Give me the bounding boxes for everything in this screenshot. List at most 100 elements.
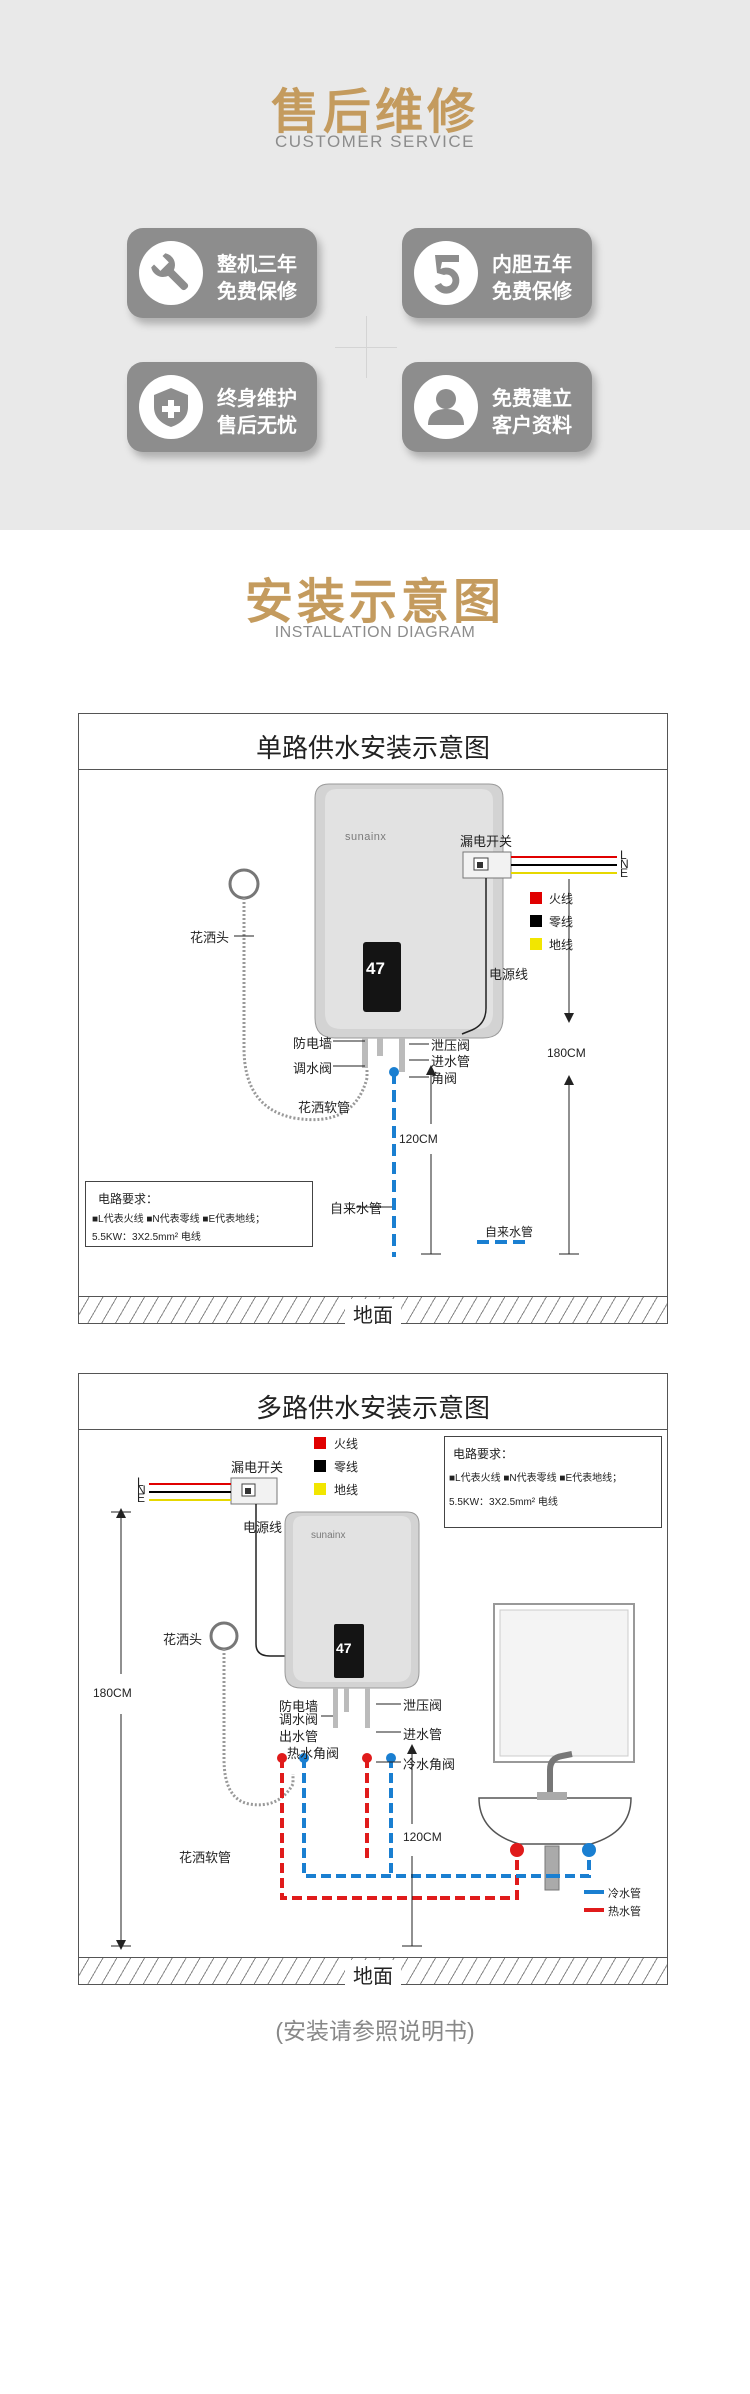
- wire-N: N: [620, 857, 629, 871]
- legend-neutral-label: 零线: [549, 915, 574, 929]
- label-inlet-pipe: 进水管: [431, 1054, 471, 1069]
- heater-display-value: 47: [336, 1640, 352, 1656]
- diagram2-drawing: [111, 1477, 635, 1950]
- label-angle-valve: 角阀: [431, 1071, 458, 1086]
- wire-L: L: [137, 1475, 144, 1489]
- user-icon: [414, 375, 478, 439]
- service-subtitle: CUSTOMER SERVICE: [274, 132, 476, 151]
- diagram2-header: 多路供水安装示意图: [79, 1374, 667, 1430]
- note-title: 电路要求：: [453, 1447, 514, 1461]
- card-line2: 客户资料: [492, 415, 572, 437]
- shower-head: [209, 1621, 239, 1651]
- card-line2: 免费保修: [217, 281, 297, 303]
- install-subtitle: INSTALLATION DIAGRAM: [274, 624, 476, 641]
- label-outlet-pipe: 出水管: [279, 1729, 319, 1744]
- circuit-requirement-note: 电路要求： ■L代表火线 ■N代表零线 ■E代表地线； 5.5KW：3X2.5m…: [444, 1436, 662, 1528]
- label-hot-angle-valve: 热水角阀: [287, 1746, 340, 1761]
- label-relief-valve: 泄压阀: [431, 1038, 471, 1053]
- note-line1: ■L代表火线 ■N代表零线 ■E代表地线；: [92, 1214, 266, 1225]
- heater-display: [334, 1624, 364, 1678]
- legend-live-label: 火线: [549, 892, 574, 906]
- label-leakage-switch: 漏电开关: [231, 1460, 284, 1475]
- service-card-tank-5y: 内胆五年 免费保修: [402, 228, 592, 318]
- label-mixing-valve: 调水阀: [279, 1712, 319, 1727]
- heater-display-value: 47: [366, 959, 385, 978]
- legend-live-label: 火线: [334, 1437, 359, 1451]
- service-card-warranty-3y: 整机三年 免费保修: [127, 228, 317, 318]
- wire-E: E: [137, 1491, 146, 1505]
- legend-ground-label: 地线: [549, 938, 574, 952]
- ground-line: 地面: [79, 1296, 667, 1328]
- service-card-lifetime: 终身维护 售后无忧: [127, 362, 317, 452]
- wash-basin: [478, 1797, 632, 1845]
- card-line2: 售后无忧: [217, 415, 297, 437]
- wrench-icon: [139, 241, 203, 305]
- label-power-cord: 电源线: [243, 1520, 283, 1535]
- label-height-180: 180CM: [547, 1046, 586, 1060]
- legend-hot-pipe: 热水管: [608, 1906, 641, 1918]
- label-shower-head: 花洒头: [190, 930, 230, 945]
- number-5-icon: [414, 241, 478, 305]
- label-anti-electric-wall: 防电墙: [293, 1036, 333, 1051]
- card-line1: 免费建立: [492, 388, 572, 410]
- divider-vertical: [366, 316, 367, 378]
- card-line2: 免费保修: [492, 281, 572, 303]
- label-shower-hose: 花洒软管: [298, 1100, 351, 1115]
- card-line1: 终身维护: [217, 388, 297, 410]
- footer-note: (安装请参照说明书): [275, 2018, 475, 2044]
- power-cord: [461, 878, 487, 1035]
- label-height-180: 180CM: [93, 1686, 132, 1700]
- service-card-customer-file: 免费建立 客户资料: [402, 362, 592, 452]
- legend-ground-swatch: [530, 938, 542, 950]
- legend-live-swatch: [530, 892, 542, 904]
- label-height-120: 120CM: [403, 1830, 442, 1844]
- service-section: 售后维修 CUSTOMER SERVICE 整机三年 免费保修 内胆五年 免费保…: [0, 0, 750, 530]
- wire-E: E: [620, 866, 629, 880]
- legend-ground-label: 地线: [334, 1483, 359, 1497]
- note-title: 电路要求：: [98, 1192, 159, 1206]
- diagram-multi-supply: 多路供水安装示意图: [78, 1373, 668, 1989]
- label-cold-angle-valve: 冷水角阀: [403, 1757, 456, 1772]
- ground-label: 地面: [345, 1299, 401, 1328]
- label-leakage-switch: 漏电开关: [460, 834, 513, 849]
- card-line1: 内胆五年: [492, 254, 572, 276]
- legend-neutral-label: 零线: [334, 1460, 359, 1474]
- shower-head: [228, 868, 260, 900]
- wire-N: N: [137, 1483, 146, 1497]
- ground-line: 地面: [79, 1957, 667, 1989]
- service-title: 售后维修: [270, 86, 479, 139]
- diagram-single-supply: 单路供水安装示意图: [78, 713, 668, 1328]
- legend-tap-water-pipe: 自来水管: [485, 1225, 534, 1239]
- label-power-cord: 电源线: [489, 967, 529, 982]
- heater-display: [363, 942, 401, 1012]
- install-title: 安装示意图: [244, 576, 505, 629]
- note-line2: 5.5KW：3X2.5mm² 电线: [92, 1232, 201, 1243]
- label-shower-hose: 花洒软管: [179, 1850, 232, 1865]
- shower-hose: [222, 1649, 295, 1807]
- label-height-120: 120CM: [399, 1132, 438, 1146]
- diagram1-drawing: [228, 783, 617, 1257]
- heater-brand: sunainx: [345, 831, 387, 843]
- legend-neutral-swatch: [314, 1460, 326, 1472]
- circuit-requirement-note: 电路要求： ■L代表火线 ■N代表零线 ■E代表地线； 5.5KW：3X2.5m…: [85, 1181, 313, 1247]
- diagram2-title: 多路供水安装示意图: [255, 1393, 490, 1423]
- shower-hose: [242, 898, 369, 1122]
- card-line1: 整机三年: [217, 254, 297, 276]
- legend-ground-swatch: [314, 1483, 326, 1495]
- legend-live-swatch: [314, 1437, 326, 1449]
- power-cord: [255, 1504, 290, 1657]
- cold-water-pipe: [302, 1758, 591, 1878]
- diagram1-title: 单路供水安装示意图: [255, 733, 490, 763]
- label-tap-water-pipe: 自来水管: [330, 1201, 383, 1216]
- label-anti-electric-wall: 防电墙: [279, 1699, 319, 1714]
- legend-neutral-swatch: [530, 915, 542, 927]
- label-mixing-valve: 调水阀: [293, 1061, 333, 1076]
- ground-label: 地面: [345, 1960, 401, 1989]
- shield-plus-icon: [139, 375, 203, 439]
- label-inlet-pipe: 进水管: [403, 1727, 443, 1742]
- diagram1-header: 单路供水安装示意图: [79, 714, 667, 770]
- legend-cold-pipe: 冷水管: [608, 1888, 641, 1900]
- heater-brand: sunainx: [311, 1530, 346, 1541]
- label-relief-valve: 泄压阀: [403, 1698, 443, 1713]
- hot-water-pipe: [280, 1758, 519, 1900]
